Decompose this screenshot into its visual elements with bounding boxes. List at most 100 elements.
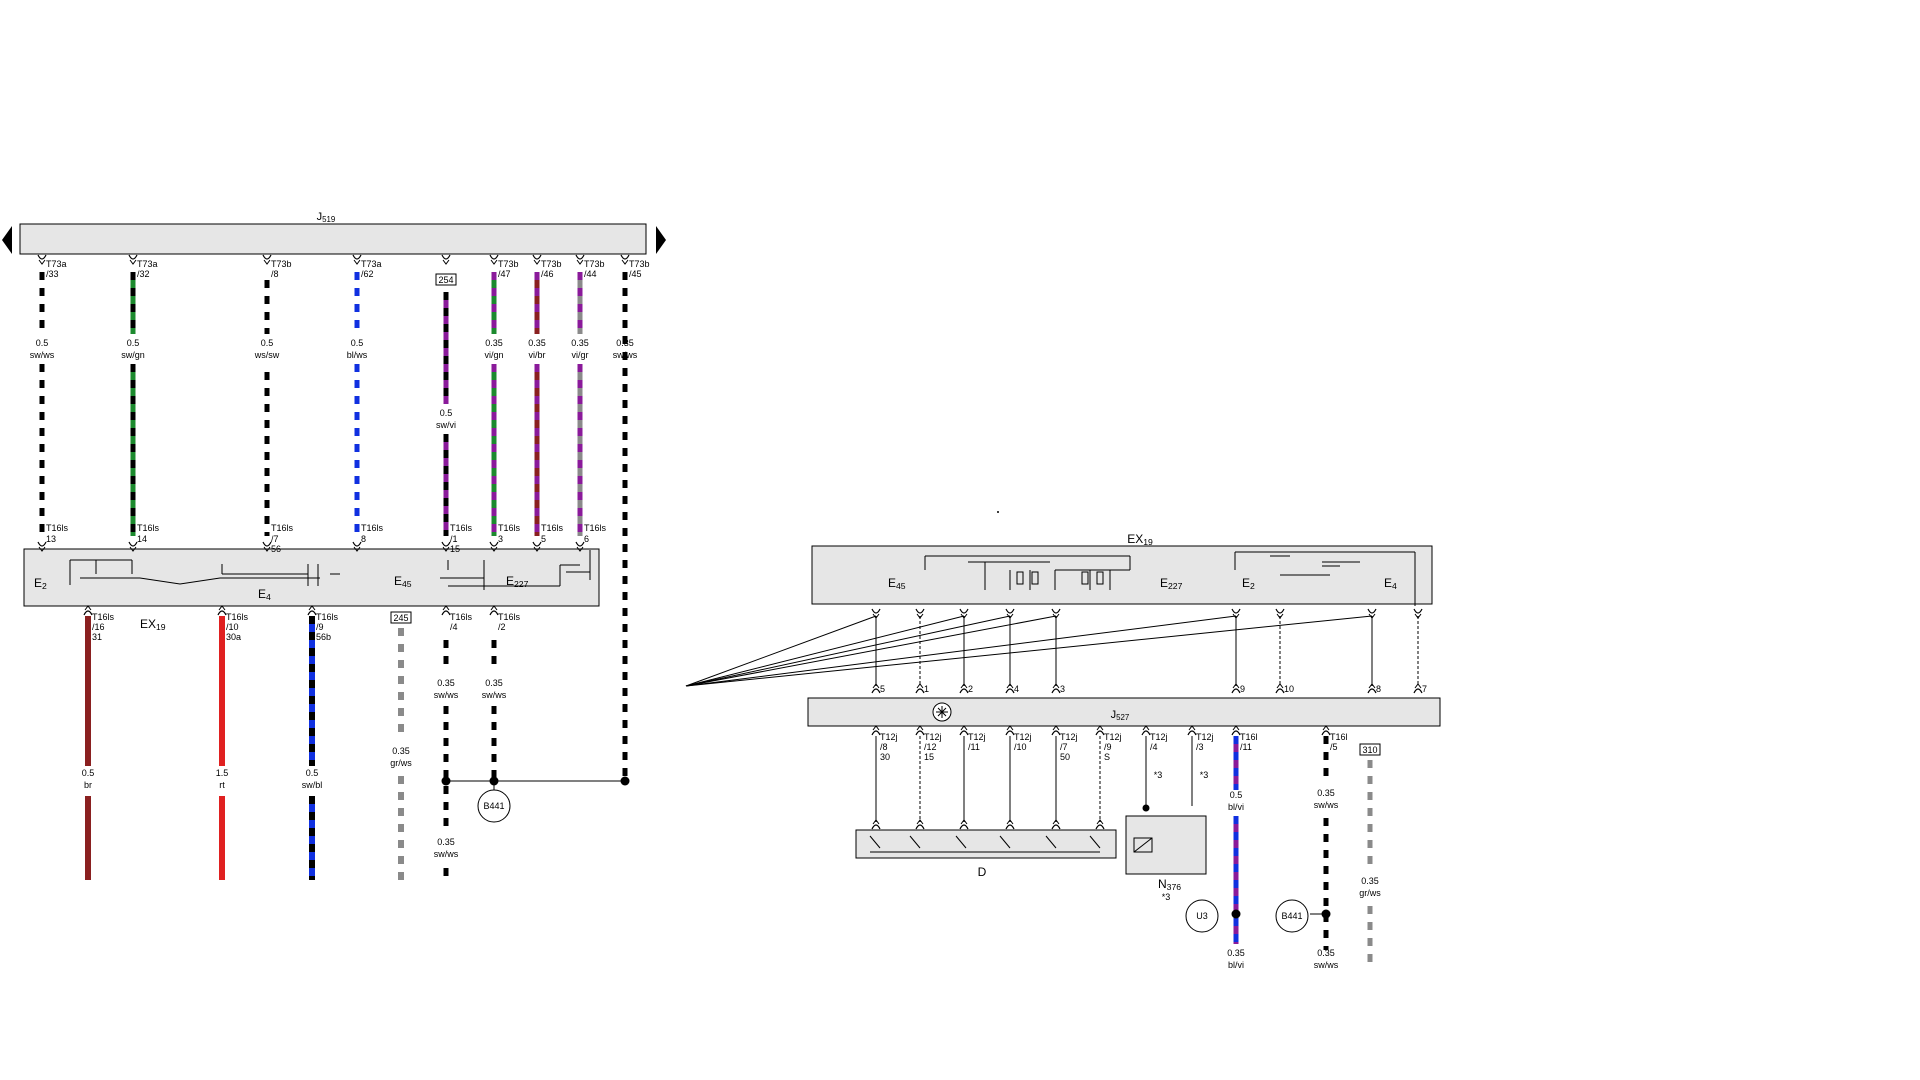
connector-top-0-arrow [38, 259, 46, 265]
connector-top-4 [441, 254, 451, 260]
switch-connector-3-arrow [1006, 819, 1014, 825]
top-conn-2: T73b [271, 259, 292, 269]
wire-color-1: sw/gn [121, 350, 145, 360]
mid-conn-1: T16ls [137, 523, 160, 533]
module-ex19-right-label: EX19 [1127, 532, 1153, 547]
connector-bot-0-arrow [84, 605, 92, 611]
resistor-icon [1016, 571, 1024, 585]
mid-pin-3: 8 [361, 534, 366, 544]
wire-size-7: 0.35 [571, 338, 589, 348]
switch-d[interactable] [855, 829, 1117, 859]
lower-conn-6: T12j [1150, 732, 1168, 742]
upper-connector-lower-7-arrow [1368, 683, 1376, 689]
lower-color: sw/ws [434, 849, 459, 859]
comp-e2-right-label: E2 [1242, 576, 1255, 591]
lower-connector-5-arrow [1096, 725, 1104, 731]
wire-size-8: 0.35 [616, 338, 634, 348]
upper-connector-lower-4 [1051, 688, 1061, 694]
upper-connector-lower-5 [1231, 688, 1241, 694]
connector-top-5-arrow [490, 259, 498, 265]
upper-connector-lower-8 [1413, 688, 1423, 694]
wire-size-6: 0.35 [528, 338, 546, 348]
lower-pin-8: /11 [1240, 742, 1252, 752]
mid-pin-0: 13 [46, 534, 56, 544]
junction-dot [441, 776, 451, 786]
lower-conn-7: T12j [1196, 732, 1214, 742]
switch-connector-5-arrow [1096, 819, 1104, 825]
blvi-size2: 0.35 [1227, 948, 1245, 958]
lower-connector-7 [1187, 730, 1197, 736]
upper-pin-1: 1 [924, 684, 929, 694]
ground-circle-icon [477, 789, 511, 823]
swws-size: 0.35 [1317, 788, 1335, 798]
upper-connector-lower-1-arrow [916, 683, 924, 689]
bus-j527[interactable] [807, 697, 1441, 727]
lower-pin2-5: S [1104, 752, 1110, 762]
switch-connector-3 [1005, 824, 1015, 830]
resistor-icon [1081, 571, 1089, 585]
swws-color2: sw/ws [1314, 960, 1339, 970]
bus-j519-label: J519 [317, 211, 336, 224]
top-pin-6: /46 [541, 269, 554, 279]
lower-conn-1: T12j [924, 732, 942, 742]
bot-color-2: sw/bl [302, 780, 323, 790]
lower-conn-2: T12j [968, 732, 986, 742]
upper-pin-6: 10 [1284, 684, 1294, 694]
triangle-left-icon[interactable] [2, 226, 12, 254]
bot-pin-4: /4 [450, 622, 458, 632]
lower-connector-8-arrow [1232, 725, 1240, 731]
connector-bot-5 [489, 610, 499, 616]
wire-size-3: 0.5 [351, 338, 364, 348]
lower-pin2-1: 15 [924, 752, 934, 762]
bot-size-3: 0.35 [392, 746, 410, 756]
switch-connector-4 [1051, 824, 1061, 830]
connector-mid-6 [532, 541, 542, 547]
lower-pin-1: /12 [924, 742, 937, 752]
lower-conn-9: T16l [1330, 732, 1348, 742]
mid-conn-5: T16ls [498, 523, 521, 533]
star-note-3: *3 [1162, 892, 1171, 902]
connector-top-4-arrow [442, 259, 450, 265]
connector-mid-5-arrow [490, 546, 498, 552]
connector-top-1 [128, 254, 138, 260]
blvi-size: 0.5 [1230, 790, 1243, 800]
wire-size-5: 0.35 [485, 338, 503, 348]
upper-connector-lower-4-arrow [1052, 683, 1060, 689]
connector-bot-0 [83, 610, 93, 616]
wire-color-5: vi/gn [484, 350, 503, 360]
lower-connector-2 [959, 730, 969, 736]
bot-color-5: sw/ws [482, 690, 507, 700]
wire-color-7: vi/gr [571, 350, 588, 360]
bot-size-0: 0.5 [82, 768, 95, 778]
switch-d-contact [909, 835, 921, 849]
bot-conn-1: T16ls [226, 612, 249, 622]
bot-conn-0: T16ls [92, 612, 115, 622]
upper-pin-8: 7 [1422, 684, 1427, 694]
triangle-right-icon[interactable] [656, 226, 666, 254]
connector-mid-3 [352, 541, 362, 547]
wire-size-1: 0.5 [127, 338, 140, 348]
lower-connector-0-arrow [872, 725, 880, 731]
relay-n376[interactable] [1125, 815, 1207, 875]
upper-connector-0-arrow [872, 613, 880, 619]
ref-254: 254 [438, 275, 453, 285]
comp-e227-label: E227 [506, 574, 529, 589]
lower-pin-2: /11 [968, 742, 980, 752]
swws-size2: 0.35 [1317, 948, 1335, 958]
upper-connector-lower-2-arrow [960, 683, 968, 689]
bot-conn-4: T16ls [450, 612, 473, 622]
bot-size-4: 0.35 [437, 678, 455, 688]
upper-wire-2 [685, 615, 965, 687]
bus-j519[interactable] [19, 223, 647, 255]
connector-bot-1-arrow [218, 605, 226, 611]
junction-dot [1142, 804, 1150, 812]
module-ex19-right[interactable] [811, 545, 1433, 605]
connector-top-8 [620, 254, 630, 260]
upper-wire-3 [685, 615, 1011, 687]
mid-conn-2: T16ls [271, 523, 294, 533]
upper-connector-2 [959, 608, 969, 614]
bot-pin2-2: 56b [316, 632, 331, 642]
top-conn-7: T73b [584, 259, 605, 269]
upper-connector-lower-7 [1367, 688, 1377, 694]
mid-pin-4: /1 [450, 534, 458, 544]
